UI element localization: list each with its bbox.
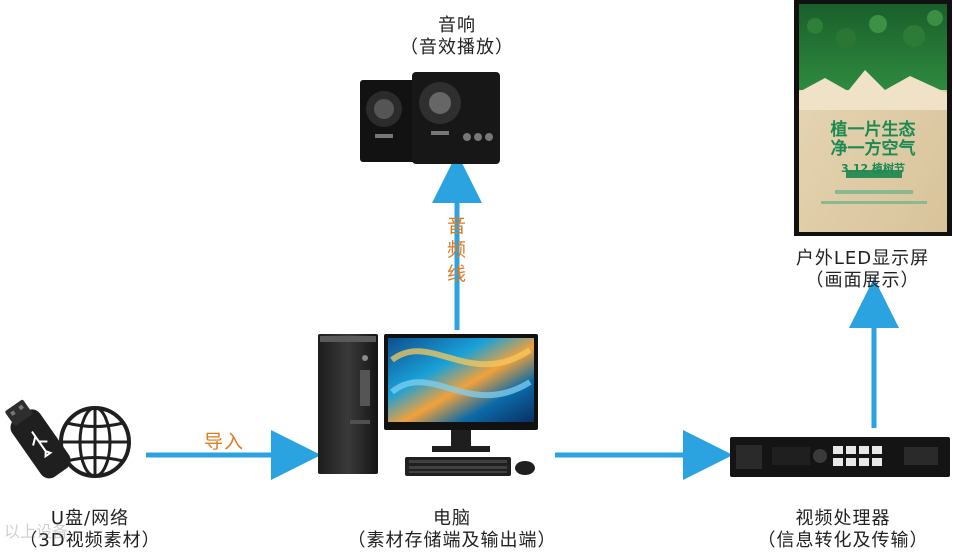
display-subtitle: （画面展示） [805, 270, 920, 291]
audio-label-char-1: 音 [447, 215, 468, 237]
display-label: 户外LED显示屏 （画面展示） [775, 248, 950, 292]
monitor-icon [384, 334, 538, 452]
source-title: U盘/网络 [50, 508, 130, 529]
import-label: 导入 [204, 431, 245, 453]
source-label: U盘/网络 （3D视频素材） [0, 508, 180, 552]
poster-line-2: 净一方空气 [830, 139, 916, 159]
audio-cable-label: 音 频 线 [447, 214, 467, 286]
audio-label-char-2: 频 [447, 239, 468, 261]
video-processor-icon [730, 437, 950, 477]
audio-label-char-3: 线 [447, 263, 468, 285]
speaker-subtitle: （音效播放） [400, 37, 514, 58]
processor-subtitle: （信息转化及传输） [757, 530, 929, 551]
source-subtitle: （3D视频素材） [19, 530, 161, 551]
desktop-tower-icon [318, 334, 378, 474]
display-title: 户外LED显示屏 [795, 248, 930, 269]
watermark-text: 以上设备 [4, 522, 69, 541]
keyboard-icon [405, 457, 511, 476]
poster-line-1: 植一片生态 [830, 120, 916, 140]
led-display-poster-icon [794, 0, 952, 236]
poster-text-group: 植一片生态 净一方空气 3.12 植树节 [812, 121, 934, 177]
computer-title: 电脑 [433, 508, 471, 529]
speaker-label: 音响 （音效播放） [367, 15, 547, 59]
processor-title: 视频处理器 [795, 508, 891, 529]
mouse-icon [515, 461, 535, 475]
computer-label: 电脑 （素材存储端及输出端） [292, 508, 612, 552]
poster-line-3: 3.12 植树节 [841, 162, 905, 175]
speaker-title: 音响 [438, 15, 476, 36]
processor-label: 视频处理器 （信息转化及传输） [733, 508, 953, 552]
speaker-icon [360, 72, 500, 164]
globe-icon [59, 406, 131, 478]
usb-drive-icon [5, 399, 71, 479]
computer-subtitle: （素材存储端及输出端） [347, 530, 557, 551]
